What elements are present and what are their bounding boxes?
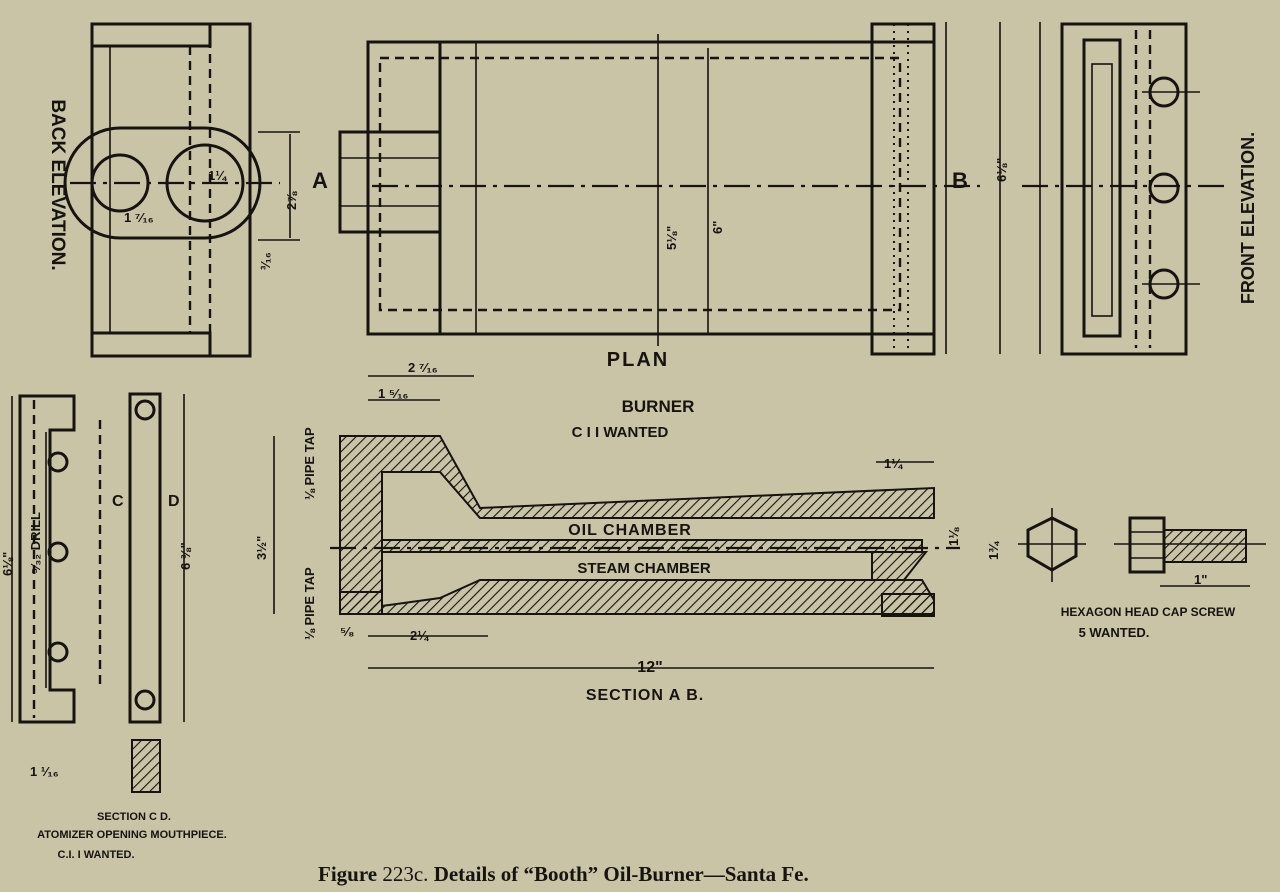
dim-1-5-16: 1 ⁵⁄₁₆ [378, 386, 408, 401]
hex-head-side [1128, 516, 1166, 574]
dim-2-7-8: 2⅞ [284, 191, 299, 210]
burner-title: BURNER [622, 397, 695, 416]
section-ab-label: SECTION A B. [586, 687, 704, 704]
bolt-hole-middle [1148, 172, 1180, 204]
section-cd-profile [131, 739, 161, 793]
hex-screw-note: 5 WANTED. [1079, 625, 1150, 640]
figure-number: 223c. [382, 862, 429, 886]
section-mark-d: D [168, 493, 180, 510]
dim-mouthpiece-height: 6⅛" [0, 552, 15, 576]
mouthpiece-side [18, 394, 76, 724]
plan-outline [366, 40, 936, 336]
plan-steam-inlet [338, 130, 442, 234]
back-elevation-label: BACK ELEVATION. [47, 99, 68, 270]
hex-screw-title: HEXAGON HEAD CAP SCREW [1061, 605, 1236, 619]
figure-title: Details of “Booth” Oil-Burner—Santa Fe. [433, 862, 809, 886]
dim-1-3-4: 1¾ [986, 541, 1001, 560]
section-ab-view: 2 ⁷⁄₁₆ 1 ⁵⁄₁₆ 2¼ 1¼ 3½" ⅛ PIPE TAP ⅛ PIP… [254, 360, 1001, 704]
mouthpiece-front [128, 392, 162, 724]
section-lower-wall [339, 579, 935, 615]
hex-cap-screw-view: 1" HEXAGON HEAD CAP SCREW 5 WANTED. [1018, 508, 1266, 640]
back-elevation-view: 2⅞ ³⁄₁₆ 1 ⁷⁄₁₆ 1¼ BACK ELEVATION. [47, 22, 300, 358]
section-cd-label: SECTION C D. [97, 811, 171, 823]
dim-1-7-16: 1 ⁷⁄₁₆ [124, 210, 154, 225]
plan-view: 5⅛" 6" 6⅛" A B PLAN BURNER C I I WANTED [312, 22, 1230, 441]
atomizer-note: C.I. I WANTED. [58, 849, 135, 861]
atomizer-mouthpiece-view: 6 ⅜" 6⅛" ⁵⁄₃₂ DRILL C D 1 ¹⁄₁₆ SECTION C… [0, 392, 227, 861]
section-mark-b: B [952, 168, 968, 193]
back-elevation-top-flange [90, 22, 212, 48]
atomizer-nozzle [871, 551, 929, 581]
pipe-tap-bottom: ⅛ PIPE TAP [302, 567, 317, 640]
section-mark-c: C [112, 493, 124, 510]
dim-1-1-16: 1 ¹⁄₁₆ [30, 764, 59, 779]
dim-12: 12" [637, 659, 662, 676]
steam-chamber-label: STEAM CHAMBER [577, 560, 710, 577]
pipe-tap-top: ⅛ PIPE TAP [302, 427, 317, 500]
cap-screw-section [881, 593, 935, 617]
dim-5-8: ⁵⁄₈ [340, 624, 354, 639]
back-elevation-outline [90, 22, 252, 358]
dim-1-1-8: 1⅛ [946, 527, 961, 546]
atomizer-label: ATOMIZER OPENING MOUTHPIECE. [37, 829, 227, 841]
front-elevation-view: FRONT ELEVATION. [1060, 22, 1258, 356]
dim-2-7-16: 2 ⁷⁄₁₆ [408, 360, 438, 375]
plan-flange [870, 22, 936, 356]
back-elevation-bottom-flange [90, 331, 212, 358]
front-elevation-label: FRONT ELEVATION. [1238, 132, 1258, 304]
dim-6: 6" [710, 221, 725, 234]
dim-2-1-4: 2¼ [410, 628, 429, 643]
dim-1: 1" [1194, 572, 1207, 587]
dim-3-1-2: 3½" [254, 536, 269, 560]
figure-caption: Figure 223c. Details of “Booth” Oil-Burn… [318, 862, 809, 887]
dim-1-1-4: 1¼ [884, 456, 903, 471]
dim-6-3-8: 6 ⅜" [178, 542, 193, 570]
dim-1-1-4-bore: 1¼ [208, 168, 227, 183]
burner-note: C I I WANTED [572, 424, 669, 441]
drill-note: ⁵⁄₃₂ DRILL [28, 512, 43, 574]
figure-label: Figure [318, 862, 378, 886]
section-mark-a: A [312, 168, 328, 193]
section-divider-wall [381, 539, 923, 553]
screw-shank [1163, 529, 1247, 563]
back-elevation-boss [63, 126, 262, 240]
plan-label: PLAN [607, 349, 669, 371]
dim-6-1-8: 6⅛" [994, 158, 1009, 182]
front-elevation-outline [1060, 22, 1188, 356]
dim-3-16: ³⁄₁₆ [258, 252, 273, 270]
oil-chamber-label: OIL CHAMBER [568, 522, 692, 539]
dim-5-1-8: 5⅛" [664, 226, 679, 250]
